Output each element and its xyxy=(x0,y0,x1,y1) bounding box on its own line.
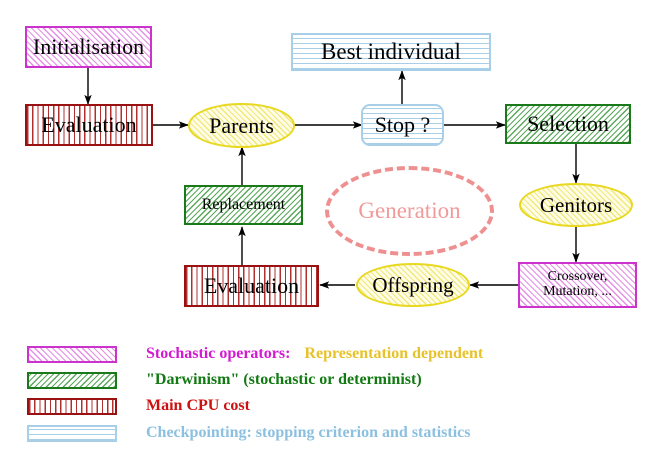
node-best-individual[interactable]: Best individual xyxy=(291,33,491,71)
node-evaluation-bottom[interactable]: Evaluation xyxy=(184,265,319,307)
node-evaluation-top[interactable]: Evaluation xyxy=(25,104,153,146)
legend-row-cpu-cost: Main CPU cost xyxy=(27,397,250,415)
legend-swatch-magenta xyxy=(27,345,117,363)
legend-swatch-green xyxy=(27,371,117,389)
legend-label-stochastic-operators: Stochastic operators: xyxy=(146,345,291,362)
node-replacement[interactable]: Replacement xyxy=(184,185,303,225)
generation-label: Generation xyxy=(358,198,461,223)
node-parents[interactable]: Parents xyxy=(188,103,295,148)
node-genitors[interactable]: Genitors xyxy=(519,183,633,227)
node-generation-boundary: Generation xyxy=(325,166,494,256)
legend-label-main-cpu-cost: Main CPU cost xyxy=(146,397,250,414)
node-stop[interactable]: Stop ? xyxy=(361,104,444,146)
legend-swatch-blue xyxy=(27,424,117,442)
legend-swatch-red xyxy=(27,397,117,415)
legend-label-representation-dependent: Representation dependent xyxy=(304,345,484,362)
legend-text-stochastic: Stochastic operators: Representation depe… xyxy=(146,345,483,363)
node-offspring[interactable]: Offspring xyxy=(356,263,470,307)
node-crossover-mutation[interactable]: Crossover, Mutation, ... xyxy=(518,262,637,308)
legend-row-darwinism: "Darwinism" (stochastic or determinist) xyxy=(27,371,422,389)
legend-row-stochastic: Stochastic operators: Representation depe… xyxy=(27,345,483,363)
node-selection[interactable]: Selection xyxy=(505,104,631,144)
legend-label-checkpointing: Checkpointing: stopping criterion and st… xyxy=(146,424,471,441)
legend-label-darwinism: "Darwinism" (stochastic or determinist) xyxy=(146,371,422,388)
legend-row-checkpointing: Checkpointing: stopping criterion and st… xyxy=(27,424,470,442)
node-initialisation[interactable]: Initialisation xyxy=(25,26,152,68)
